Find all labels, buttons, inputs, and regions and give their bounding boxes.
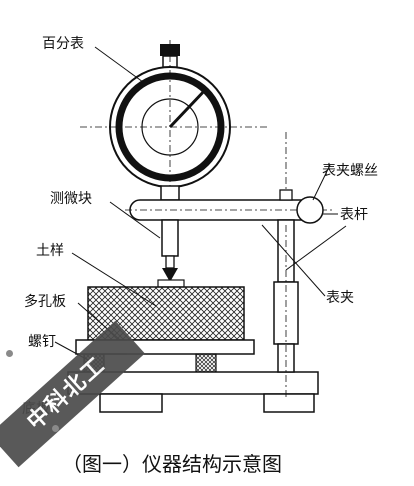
leader-clamp-2 (285, 225, 347, 271)
label-gauge-clamp: 表夹 (326, 290, 354, 306)
leader-gauge-clamp (261, 224, 326, 297)
gauge-screw-stem (279, 189, 293, 201)
base-foot-left (99, 393, 163, 413)
watermark-rivet-icon (6, 350, 13, 357)
label-screw: 螺钉 (28, 334, 56, 350)
label-porous-plate: 多孔板 (24, 294, 66, 310)
label-gauge-screw: 表夹螺丝 (322, 163, 378, 179)
label-dial-gauge: 百分表 (42, 36, 84, 52)
label-soil-sample: 土样 (36, 243, 64, 259)
dial-gauge-needle (168, 86, 209, 129)
measuring-block (157, 279, 185, 288)
base-foot-right (263, 393, 315, 413)
leader-soil-sample (71, 252, 157, 307)
gauge-screw (296, 196, 324, 224)
measuring-block-stem (161, 219, 179, 257)
figure-caption: （图一）仪器结构示意图 (62, 452, 282, 476)
measuring-block-tip (162, 268, 178, 282)
measuring-block-rod (165, 255, 175, 269)
gauge-lower-neck (160, 185, 180, 201)
spacer-right (195, 353, 217, 373)
leader-measuring-block (109, 201, 161, 239)
leader-dial-gauge (94, 46, 144, 83)
label-measuring-block: 测微块 (50, 191, 92, 207)
watermark-rivet-icon (52, 425, 59, 432)
label-gauge-rod: 表杆 (340, 207, 368, 223)
leader-gauge-screw (312, 164, 331, 201)
